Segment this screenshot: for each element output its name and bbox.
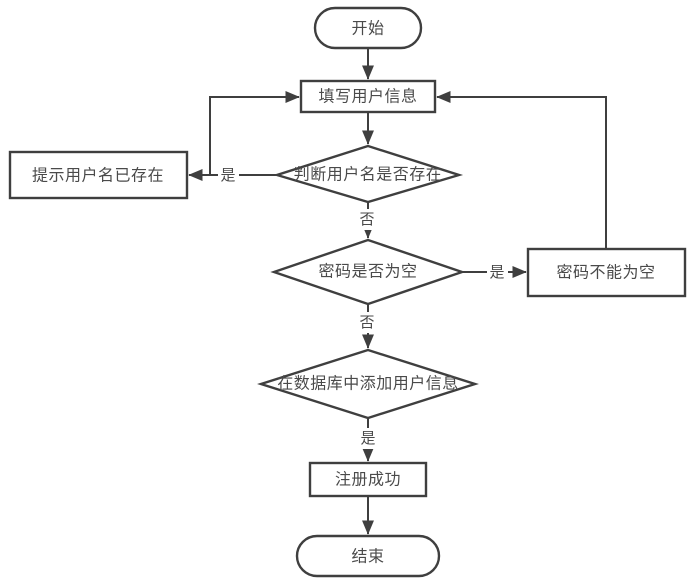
node-start: 开始 (313, 6, 423, 50)
edge-label-yes: 是 (220, 168, 235, 184)
node-register-success: 注册成功 (308, 461, 428, 498)
edge-label-password-empty-yes: 是 (487, 262, 508, 283)
node-start-label: 开始 (351, 20, 384, 38)
node-end: 结束 (295, 534, 441, 578)
label-bg (218, 165, 239, 186)
node-add-user-db: 在数据库中添加用户信息 (257, 348, 479, 420)
node-add-user-db-label: 在数据库中添加用户信息 (277, 375, 459, 393)
edge-label-check-username-yes: 是 (218, 165, 239, 186)
node-username-exists-label: 提示用户名已存在 (32, 167, 164, 185)
fill-info-process-shape (299, 79, 437, 114)
node-username-exists: 提示用户名已存在 (8, 150, 189, 200)
end-terminator-shape (295, 534, 441, 578)
node-fill-info: 填写用户信息 (299, 79, 437, 114)
edge-label-yes: 是 (360, 431, 375, 447)
label-bg (487, 262, 508, 283)
password-empty-decision-shape (270, 238, 466, 306)
password-not-empty-process-shape (526, 247, 687, 298)
username-exists-process-shape (8, 150, 189, 200)
edge-label-no: 否 (359, 212, 374, 228)
edge-label-no: 否 (359, 315, 374, 331)
node-check-username: 判断用户名是否存在 (272, 144, 464, 204)
edge-loopback-left-to-fill-info (209, 91, 300, 175)
label-bg (356, 209, 377, 230)
label-bg (356, 312, 377, 333)
edge-label-password-empty-no: 否 (356, 312, 377, 333)
edge-label-check-username-no: 否 (356, 209, 377, 230)
node-end-label: 结束 (351, 548, 384, 566)
edge-loopback-right-to-fill-info (436, 91, 607, 249)
check-username-decision-shape (272, 144, 464, 204)
add-user-db-decision-shape (257, 348, 479, 420)
register-success-process-shape (308, 461, 428, 498)
node-password-not-empty: 密码不能为空 (526, 247, 687, 298)
edge-label-add-user-db-yes: 是 (358, 428, 379, 449)
node-password-empty-label: 密码是否为空 (318, 263, 417, 281)
node-register-success-label: 注册成功 (335, 471, 401, 489)
node-password-empty: 密码是否为空 (270, 238, 466, 306)
node-check-username-label: 判断用户名是否存在 (294, 166, 443, 184)
node-fill-info-label: 填写用户信息 (318, 88, 417, 106)
edge-label-yes: 是 (489, 265, 504, 281)
node-password-not-empty-label: 密码不能为空 (556, 264, 655, 282)
label-bg (358, 428, 379, 449)
start-terminator-shape (313, 6, 423, 50)
